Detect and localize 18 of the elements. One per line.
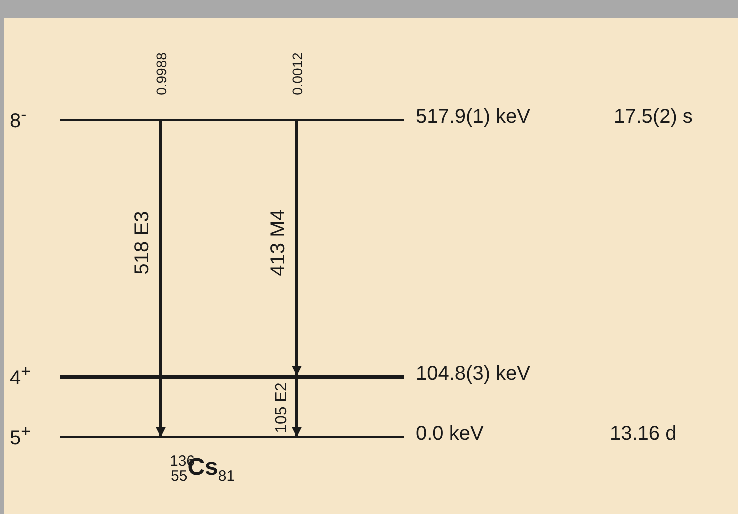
half-life-label: 17.5(2) s [614,107,693,127]
energy-label: 0.0 keV [416,424,484,444]
intensity-label: 0.9988 [154,52,168,96]
transition-label: 413 M4 [268,210,288,276]
transition-label: 518 E3 [132,211,152,275]
transition-arrow [292,379,302,438]
energy-label: 517.9(1) keV [416,107,531,127]
transition-arrow [156,120,166,438]
spin-parity-label: 5$^{+}$ [10,424,31,449]
spin-parity-label: 8$^{-}$ [10,107,27,132]
energy-level-line [60,436,404,438]
energy-label: 104.8(3) keV [416,364,531,384]
spin-parity-label: 4$^{+}$ [10,364,31,389]
intensity-label: 0.0012 [290,52,304,96]
energy-level-line [60,119,404,121]
transition-arrow [292,120,302,376]
transition-label: 105 E2 [274,382,290,434]
half-life-label: 13.16 d [610,424,677,444]
